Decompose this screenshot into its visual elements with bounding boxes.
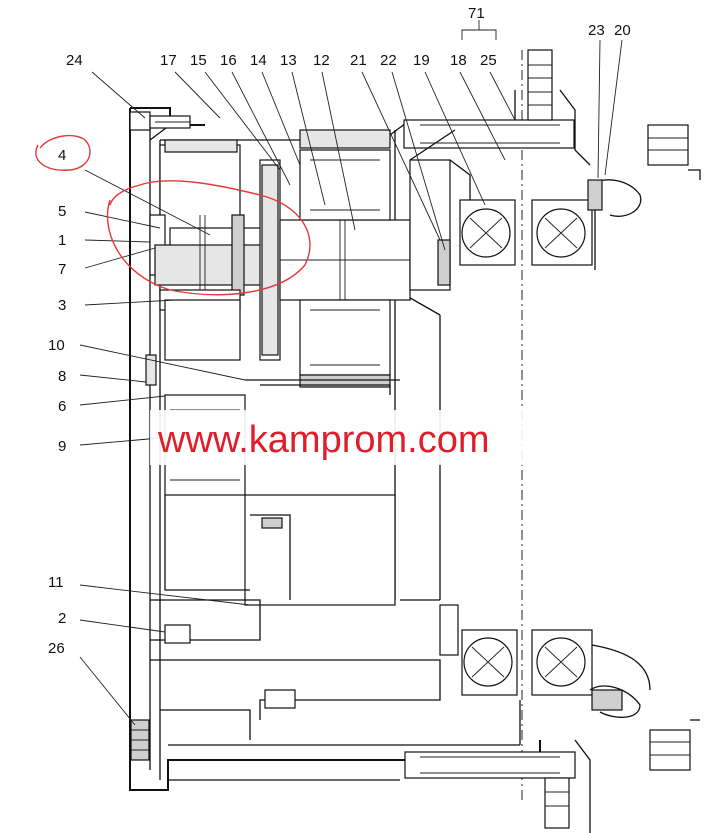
label-13: 13 [280, 52, 297, 69]
label-8: 8 [58, 368, 66, 385]
label-15: 15 [190, 52, 207, 69]
label-22: 22 [380, 52, 397, 69]
label-20: 20 [614, 22, 631, 39]
label-1: 1 [58, 232, 66, 249]
bottom-right-bolt [404, 739, 591, 833]
label-71: 71 [468, 5, 485, 22]
highlight-marks [35, 134, 311, 296]
label-6: 6 [58, 398, 66, 415]
label-7: 7 [58, 261, 66, 278]
bearing-top-right [531, 199, 593, 266]
right-frame [647, 124, 701, 771]
label-5: 5 [58, 203, 66, 220]
seal-bottom [589, 644, 651, 718]
top-right-bolt [403, 49, 591, 166]
input-shaft [409, 129, 471, 291]
label-2: 2 [58, 610, 66, 627]
label-12: 12 [313, 52, 330, 69]
label-3: 3 [58, 297, 66, 314]
label-26: 26 [48, 640, 65, 657]
label-14: 14 [250, 52, 267, 69]
label-19: 19 [413, 52, 430, 69]
label-10: 10 [48, 337, 65, 354]
leader-lines [79, 20, 623, 726]
lower-carrier [145, 354, 400, 606]
lower-hub [150, 599, 459, 740]
bearing-bottom-left [461, 629, 518, 696]
watermark-backdrop [150, 410, 600, 465]
label-23: 23 [588, 22, 605, 39]
label-24: 24 [66, 52, 83, 69]
label-16: 16 [220, 52, 237, 69]
label-18: 18 [450, 52, 467, 69]
label-25: 25 [480, 52, 497, 69]
sun-gear-center [259, 129, 411, 388]
label-9: 9 [58, 438, 66, 455]
label-21: 21 [350, 52, 367, 69]
seal-26 [130, 719, 150, 761]
label-11: 11 [48, 574, 64, 591]
bearing-bottom-right [531, 629, 593, 696]
part-labels: 71 24 17 15 16 14 13 12 21 22 19 18 25 2… [48, 5, 631, 657]
planet-gear-left [149, 139, 271, 361]
bearing-top-left [459, 199, 516, 266]
bolt-24 [129, 111, 191, 131]
watermark-text: www.kamprom.com [157, 419, 490, 461]
label-17: 17 [160, 52, 177, 69]
label-4: 4 [58, 147, 66, 164]
seal-top [587, 179, 642, 270]
